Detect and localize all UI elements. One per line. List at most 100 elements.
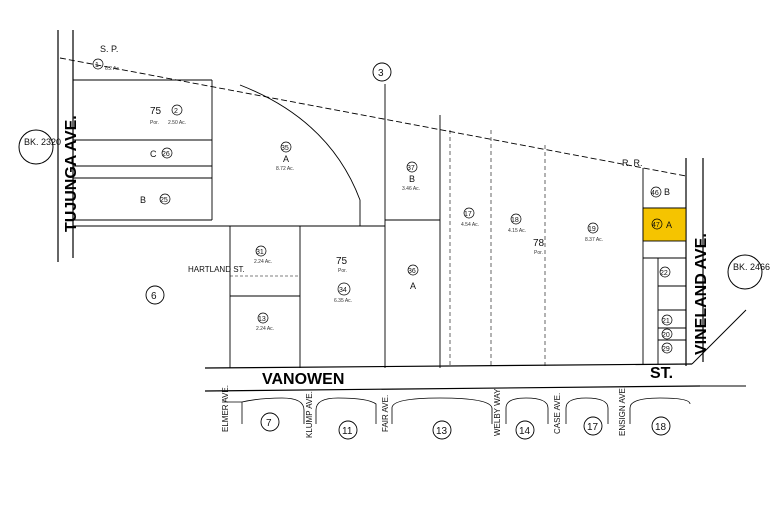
street-vineland: VINELAND AVE.	[693, 233, 710, 355]
parcel-47-highlight[interactable]	[642, 207, 687, 242]
street-case: CASE AVE.	[553, 393, 562, 434]
railroad-sp-label: S. P.	[100, 44, 118, 54]
block-75-b-sub: Por.	[338, 268, 347, 274]
parcel-47-num: 47	[652, 222, 660, 229]
block-75-a-sub: Por.	[150, 120, 159, 126]
parcel-35-letter: A	[283, 154, 289, 164]
parcel-circle	[659, 266, 671, 278]
street-fair: FAIR AVE.	[381, 395, 390, 432]
parcel-46-letter: B	[664, 187, 670, 197]
street-hartland: HARTLAND ST.	[188, 265, 245, 274]
parcel-18-num: 18	[511, 217, 519, 224]
parcel-31-area: 2.24 Ac.	[254, 259, 272, 265]
parcel-circle	[255, 245, 267, 257]
vanowen-south-line	[204, 385, 701, 392]
map-page-13: 13	[436, 426, 448, 437]
parcel-circle	[280, 141, 292, 153]
parcel-46-num: 46	[651, 190, 659, 197]
block-outline	[315, 397, 377, 424]
parcel-34-area: 6.35 Ac.	[334, 298, 352, 304]
map-page-3: 3	[378, 68, 384, 79]
parcel-20-num: 20	[662, 332, 670, 339]
parcel-17-num: 17	[464, 211, 472, 218]
parcel-21-num: 21	[662, 318, 670, 325]
map-page-7: 7	[266, 418, 272, 429]
page-circle	[651, 416, 671, 436]
map-page-6: 6	[151, 291, 157, 302]
parcel-34-num: 34	[339, 287, 347, 294]
block-78: 78	[533, 238, 545, 249]
parcel-36-letter: A	[410, 281, 416, 291]
street-ensign: ENSIGN AVE.	[618, 386, 627, 436]
parcel-circle	[661, 342, 673, 354]
page-circle	[372, 62, 392, 82]
parcel-13-area: 2.24 Ac.	[256, 326, 274, 332]
map-page-17: 17	[587, 422, 599, 433]
block-75-b: 75	[336, 256, 348, 267]
block-outline	[629, 397, 691, 424]
block-outline	[391, 397, 493, 424]
parcel-19-num: 19	[588, 226, 596, 233]
page-circle	[583, 416, 603, 436]
map-page-11: 11	[342, 426, 353, 437]
street-vanowen: VANOWEN	[262, 371, 344, 388]
parcel-36-num: 36	[408, 268, 416, 275]
parcel-37-area: 3.46 Ac.	[402, 186, 420, 192]
parcel-circle	[337, 282, 351, 296]
street-vanowen-st: ST.	[650, 365, 673, 382]
parcel-circle	[159, 193, 171, 205]
page-circle	[145, 285, 165, 305]
parcel-35-area: 8.72 Ac.	[276, 166, 294, 172]
street-welby: WELBY WAY	[493, 388, 502, 436]
block-outline	[241, 397, 305, 424]
page-circle	[515, 420, 535, 440]
parcel-22-num: 22	[660, 270, 668, 277]
vanowen-curve-ne	[691, 309, 747, 365]
book-ref-west: BK. 2320	[24, 137, 61, 147]
parcel-circle	[661, 314, 673, 326]
parcel-29-num: 29	[662, 346, 670, 353]
book-ref-west-circle	[18, 129, 54, 165]
parcel-circle	[171, 104, 183, 116]
block-outline	[565, 397, 609, 424]
parcel-25-letter: B	[140, 195, 146, 205]
parcel-13-num: 13	[258, 316, 266, 323]
parcel-25-num: 25	[160, 197, 168, 204]
vanowen-north-line	[204, 363, 693, 369]
parcel-circle	[463, 207, 475, 219]
parcel-circle	[92, 58, 104, 70]
parcel-circle	[587, 222, 599, 234]
block-75-a: 75	[150, 106, 162, 117]
parcel-18-area: 4.15 Ac.	[508, 228, 526, 234]
parcel-circle	[257, 312, 269, 324]
map-page-18: 18	[655, 422, 667, 433]
parcel-circle	[407, 264, 419, 276]
parcel-17-area: 4.54 Ac.	[461, 222, 479, 228]
page-circle	[338, 420, 358, 440]
parcel-2-area: 2.50 Ac.	[168, 120, 186, 126]
street-elmer: ELMER AVE.	[221, 385, 230, 432]
parcel-37-letter: B	[409, 174, 415, 184]
parcel-19-area: 8.37 Ac.	[585, 237, 603, 243]
parcel-circle	[510, 213, 522, 225]
parcel-circle	[650, 186, 662, 198]
parcel-31-num: 31	[256, 249, 264, 256]
block-outline	[505, 397, 549, 424]
parcel-circle	[661, 328, 673, 340]
book-ref-east-circle	[727, 254, 763, 290]
railroad-line	[59, 57, 687, 177]
page-circle	[432, 420, 452, 440]
parcel-2-num: 2	[174, 108, 178, 115]
book-ref-east: BK. 2466	[733, 262, 770, 272]
curved-boundary	[239, 84, 361, 226]
railroad-rr-label: R. R.	[622, 158, 643, 168]
parcel-circle	[161, 147, 173, 159]
parcel-26-letter: C	[150, 149, 157, 159]
street-klump: KLUMP AVE.	[305, 391, 314, 438]
parcel-circle	[406, 161, 418, 173]
parcel-circle	[651, 218, 663, 230]
parcel-1-area: 6.2 Ac.	[105, 66, 120, 72]
parcel-35-num: 35	[281, 145, 289, 152]
block-78-sub: Por.	[534, 250, 543, 256]
